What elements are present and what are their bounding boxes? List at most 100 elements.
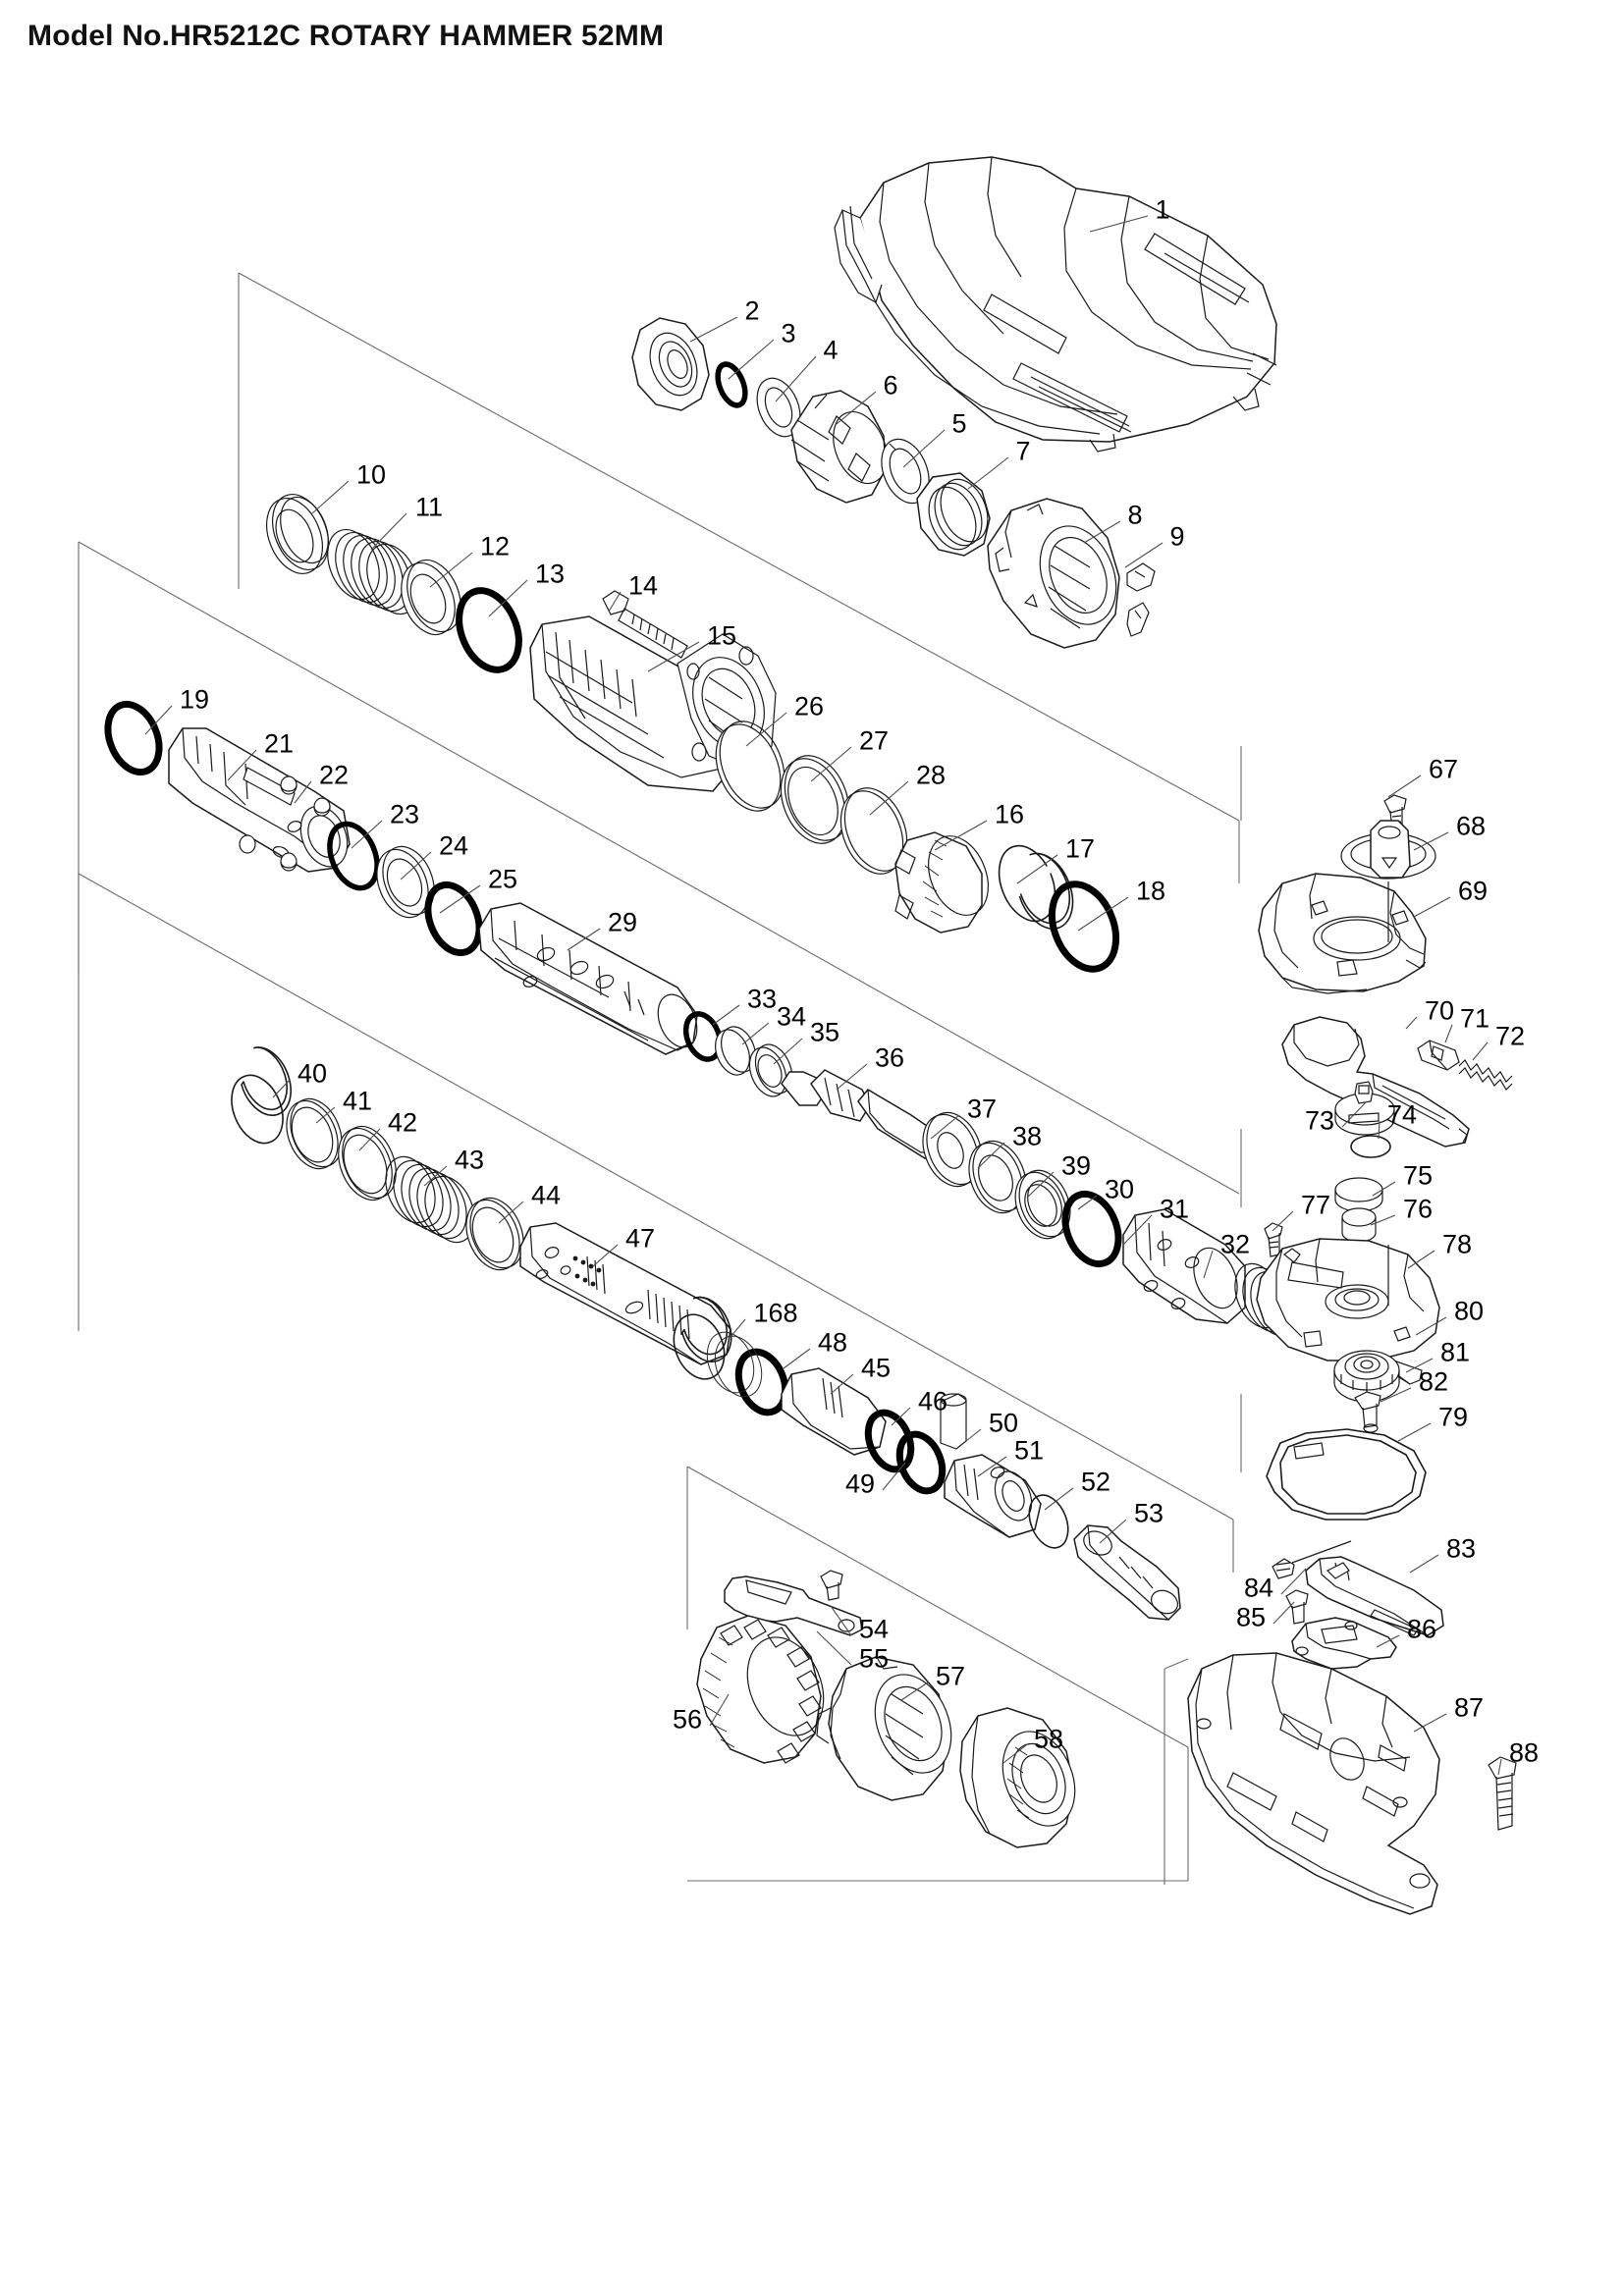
- callout-29: 29: [607, 907, 638, 937]
- callout-35: 35: [809, 1017, 840, 1047]
- callout-54: 54: [858, 1614, 890, 1644]
- leader-line-67: [1387, 774, 1422, 798]
- leader-line-46: [891, 1407, 911, 1426]
- leader-line-38: [977, 1142, 1005, 1169]
- callout-58: 58: [1033, 1724, 1064, 1754]
- part-45-piston: [781, 1367, 887, 1456]
- leader-line-29: [567, 928, 601, 951]
- part-50-pin: [940, 1393, 967, 1450]
- leader-line-88: [1497, 1758, 1502, 1776]
- callout-49: 49: [844, 1468, 876, 1499]
- part-40-snap-ring: [231, 1046, 292, 1145]
- callout-80: 80: [1453, 1296, 1485, 1326]
- callout-72: 72: [1494, 1021, 1526, 1051]
- leader-line-75: [1372, 1181, 1396, 1197]
- part-16-bearing-cage: [894, 831, 989, 934]
- callout-4: 4: [823, 335, 839, 365]
- leader-line-32: [1203, 1250, 1214, 1279]
- part-24-bushing: [376, 845, 435, 919]
- callout-17: 17: [1064, 833, 1096, 864]
- leader-line-78: [1407, 1250, 1435, 1269]
- callout-57: 57: [935, 1661, 966, 1691]
- callout-78: 78: [1441, 1229, 1473, 1259]
- callout-71: 71: [1459, 1003, 1490, 1034]
- callout-75: 75: [1402, 1160, 1434, 1191]
- part-9-lock-piece: [1126, 562, 1156, 637]
- callout-74: 74: [1386, 1099, 1418, 1130]
- callout-68: 68: [1455, 811, 1487, 841]
- leader-line-56: [709, 1693, 730, 1727]
- leader-line-77: [1272, 1210, 1294, 1232]
- part-27-ring: [780, 755, 850, 844]
- callout-26: 26: [793, 691, 825, 721]
- leader-line-35: [773, 1038, 803, 1065]
- callout-44: 44: [530, 1180, 562, 1210]
- callout-30: 30: [1104, 1174, 1135, 1204]
- callout-45: 45: [860, 1353, 892, 1383]
- callout-23: 23: [389, 799, 420, 829]
- leader-line-52: [1044, 1487, 1074, 1511]
- part-56-clutch-ring: [696, 1615, 825, 1764]
- part-6-sleeve: [790, 390, 888, 504]
- part-30-o-ring: [1061, 1190, 1122, 1268]
- leader-line-8: [1083, 520, 1121, 544]
- callout-40: 40: [297, 1058, 328, 1089]
- callout-24: 24: [438, 830, 469, 861]
- leader-line-47: [592, 1244, 619, 1267]
- leader-line-57: [900, 1682, 929, 1701]
- leader-line-50: [965, 1428, 982, 1442]
- leader-line-42: [358, 1128, 381, 1151]
- leader-line-40: [272, 1079, 291, 1098]
- part-43-spring: [385, 1155, 475, 1244]
- part-58-gear: [959, 1707, 1076, 1848]
- leader-line-44: [498, 1201, 524, 1224]
- leader-line-23: [351, 820, 383, 849]
- callout-77: 77: [1300, 1190, 1331, 1220]
- callout-41: 41: [342, 1086, 373, 1116]
- callout-25: 25: [487, 864, 518, 894]
- leader-line-1: [1089, 215, 1149, 233]
- leader-line-86: [1376, 1634, 1400, 1648]
- part-78-crank-case: [1256, 1238, 1440, 1362]
- callout-10: 10: [355, 459, 387, 490]
- part-49-o-ring: [895, 1430, 947, 1495]
- callout-168: 168: [753, 1298, 798, 1328]
- leader-line-72: [1472, 1041, 1489, 1061]
- callout-7: 7: [1015, 436, 1031, 466]
- leader-line-31: [1122, 1214, 1153, 1246]
- leader-line-70: [1405, 1016, 1418, 1030]
- leader-line-43: [423, 1165, 448, 1187]
- part-73-cap: [1334, 1081, 1395, 1136]
- part-14-bolt: [602, 590, 688, 659]
- callout-8: 8: [1127, 500, 1143, 530]
- part-168-snap-ring: [673, 1296, 732, 1380]
- callout-50: 50: [988, 1408, 1019, 1438]
- leader-line-9: [1124, 542, 1164, 568]
- part-71-slider-block: [1417, 1040, 1460, 1071]
- leader-line-79: [1397, 1422, 1432, 1442]
- part-76-plug: [1341, 1207, 1377, 1243]
- callout-27: 27: [858, 725, 890, 756]
- leader-line-4: [775, 355, 817, 402]
- part-54-screw: [820, 1570, 843, 1601]
- leader-line-34: [741, 1022, 770, 1045]
- callout-47: 47: [624, 1223, 656, 1254]
- page-title: Model No.HR5212C ROTARY HAMMER 52MM: [27, 20, 665, 52]
- part-4-washer: [756, 377, 801, 438]
- part-53-connecting-rod: [1073, 1524, 1181, 1621]
- part-22-steel-balls: [239, 775, 331, 872]
- callout-84: 84: [1243, 1573, 1274, 1603]
- leader-line-27: [810, 746, 852, 782]
- leader-line-15: [647, 641, 700, 672]
- callout-67: 67: [1428, 754, 1459, 784]
- callout-5: 5: [951, 408, 967, 439]
- callout-19: 19: [179, 684, 210, 715]
- leader-line-68: [1413, 831, 1449, 851]
- leader-line-45: [830, 1373, 854, 1395]
- part-34-ring: [715, 1026, 756, 1076]
- part-68-mode-knob: [1340, 820, 1436, 880]
- callout-11: 11: [414, 492, 444, 522]
- callout-43: 43: [454, 1145, 485, 1175]
- callout-73: 73: [1304, 1105, 1335, 1136]
